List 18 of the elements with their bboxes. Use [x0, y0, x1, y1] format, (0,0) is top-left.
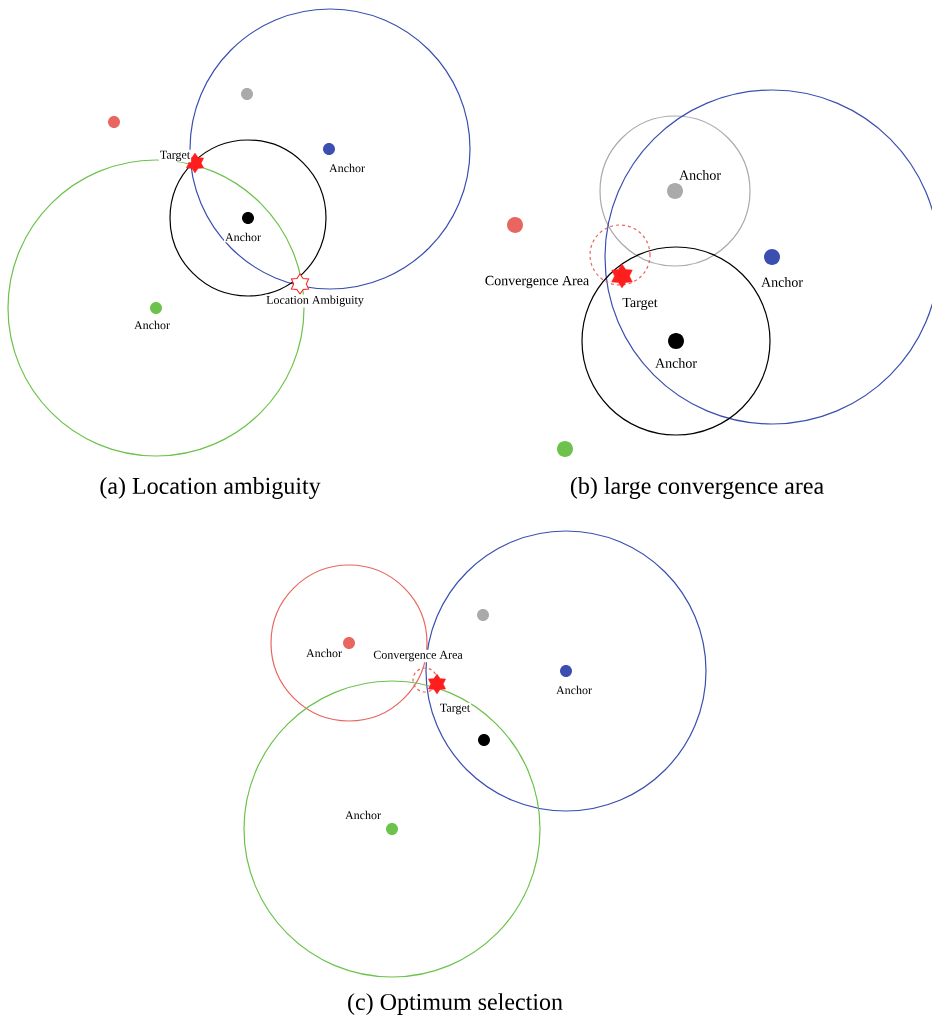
caption: (a) Location ambiguity: [100, 477, 321, 499]
point-label: Target: [158, 149, 192, 163]
point-label: Anchor: [654, 357, 698, 369]
point-label: Anchor: [760, 276, 804, 288]
point-label: Target: [621, 296, 659, 312]
point-label: Anchor: [328, 162, 366, 174]
point-label: Convergence Area: [372, 649, 464, 663]
point-label: Anchor: [305, 647, 343, 659]
caption: (c) Optimum selection: [348, 993, 563, 1015]
point-label: Anchor: [224, 231, 262, 243]
point-label: Anchor: [678, 169, 722, 181]
point-label: Anchor: [344, 809, 382, 821]
point-label: Anchor: [133, 319, 171, 331]
point-label: Convergence Area: [483, 274, 591, 290]
point-label: Target: [438, 702, 472, 716]
caption: (b) large convergence area: [570, 477, 824, 499]
point-label: Anchor: [555, 684, 593, 696]
point-label: Location Ambiguity: [265, 294, 365, 308]
